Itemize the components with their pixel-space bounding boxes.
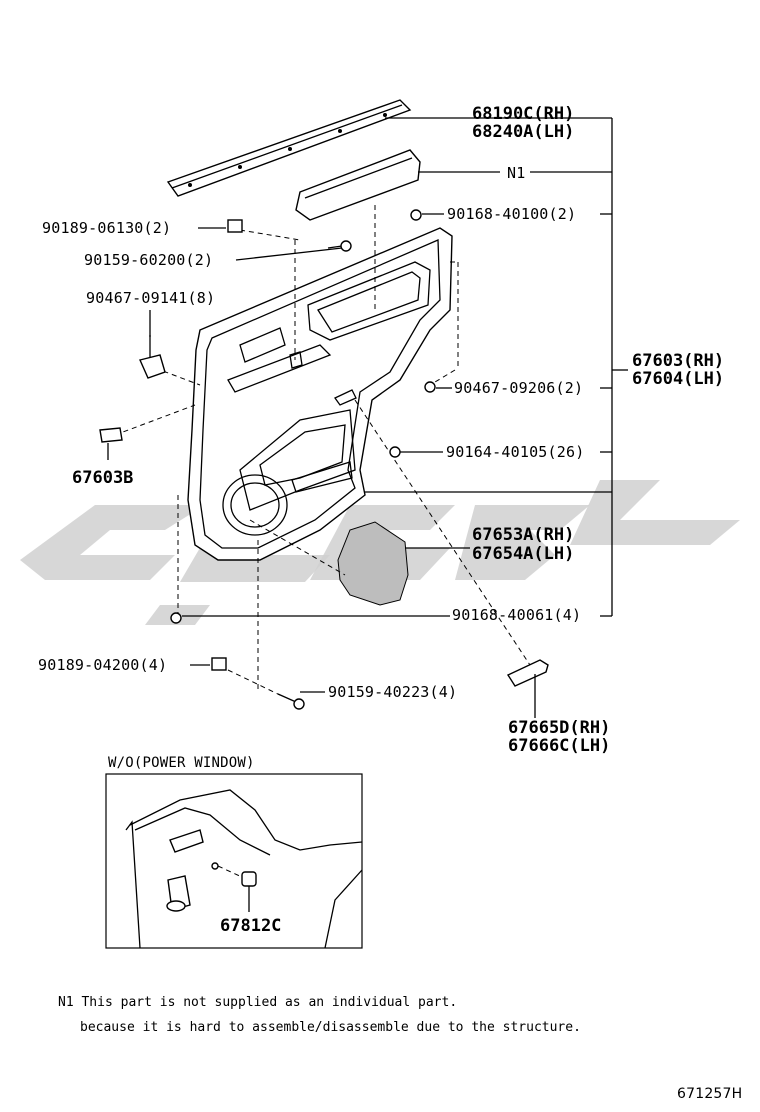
label-90189-04200: 90189-04200(4) bbox=[38, 656, 167, 674]
label-68190c: 68190C(RH) bbox=[472, 104, 574, 124]
label-90159-40223: 90159-40223(4) bbox=[328, 683, 457, 701]
door-moulding-strip bbox=[166, 99, 412, 197]
label-67604-lh: 67604(LH) bbox=[632, 369, 724, 389]
label-90168-40061: 90168-40061(4) bbox=[452, 606, 581, 624]
screw-90159-60200 bbox=[327, 240, 352, 252]
label-67666c: 67666C(LH) bbox=[508, 736, 610, 756]
label-90159-60200: 90159-60200(2) bbox=[84, 251, 213, 269]
label-90168-40100: 90168-40100(2) bbox=[447, 205, 576, 223]
footnote-line-1: N1 This part is not supplied as an indiv… bbox=[58, 995, 457, 1010]
clip-90168-40100 bbox=[410, 209, 422, 221]
clip-90189-04200 bbox=[211, 657, 227, 671]
clip-90164-40105 bbox=[389, 446, 401, 458]
diagram-code: 671257H bbox=[677, 1086, 742, 1102]
inset-box bbox=[105, 773, 363, 949]
clip-90168-40061 bbox=[170, 612, 182, 624]
label-67603-rh: 67603(RH) bbox=[632, 351, 724, 371]
label-90467-09206: 90467-09206(2) bbox=[454, 379, 583, 397]
clip-90467-09141 bbox=[139, 335, 166, 379]
inset-title: W/O(POWER WINDOW) bbox=[108, 755, 255, 771]
clip-90189-06130 bbox=[227, 219, 243, 233]
label-90164-40105: 90164-40105(26) bbox=[446, 443, 584, 461]
label-90189-06130: 90189-06130(2) bbox=[42, 219, 171, 237]
clip-90467-09206 bbox=[424, 381, 436, 393]
fastener-67603b bbox=[99, 427, 123, 460]
label-67653a: 67653A(RH) bbox=[472, 525, 574, 545]
footnote-line-2: because it is hard to assemble/disassemb… bbox=[80, 1020, 581, 1035]
label-67603b: 67603B bbox=[72, 468, 133, 488]
screw-90159-40223 bbox=[277, 693, 305, 710]
speaker-grille bbox=[337, 521, 409, 606]
label-68240a: 68240A(LH) bbox=[472, 122, 574, 142]
label-67812c: 67812C bbox=[220, 916, 281, 936]
armrest-upper-cover bbox=[295, 149, 421, 221]
label-67665d: 67665D(RH) bbox=[508, 718, 610, 738]
label-90467-09141: 90467-09141(8) bbox=[86, 289, 215, 307]
label-67654a: 67654A(LH) bbox=[472, 544, 574, 564]
door-trim-panel bbox=[187, 227, 453, 561]
door-handle-67665d bbox=[506, 659, 549, 687]
label-n1: N1 bbox=[507, 164, 525, 182]
